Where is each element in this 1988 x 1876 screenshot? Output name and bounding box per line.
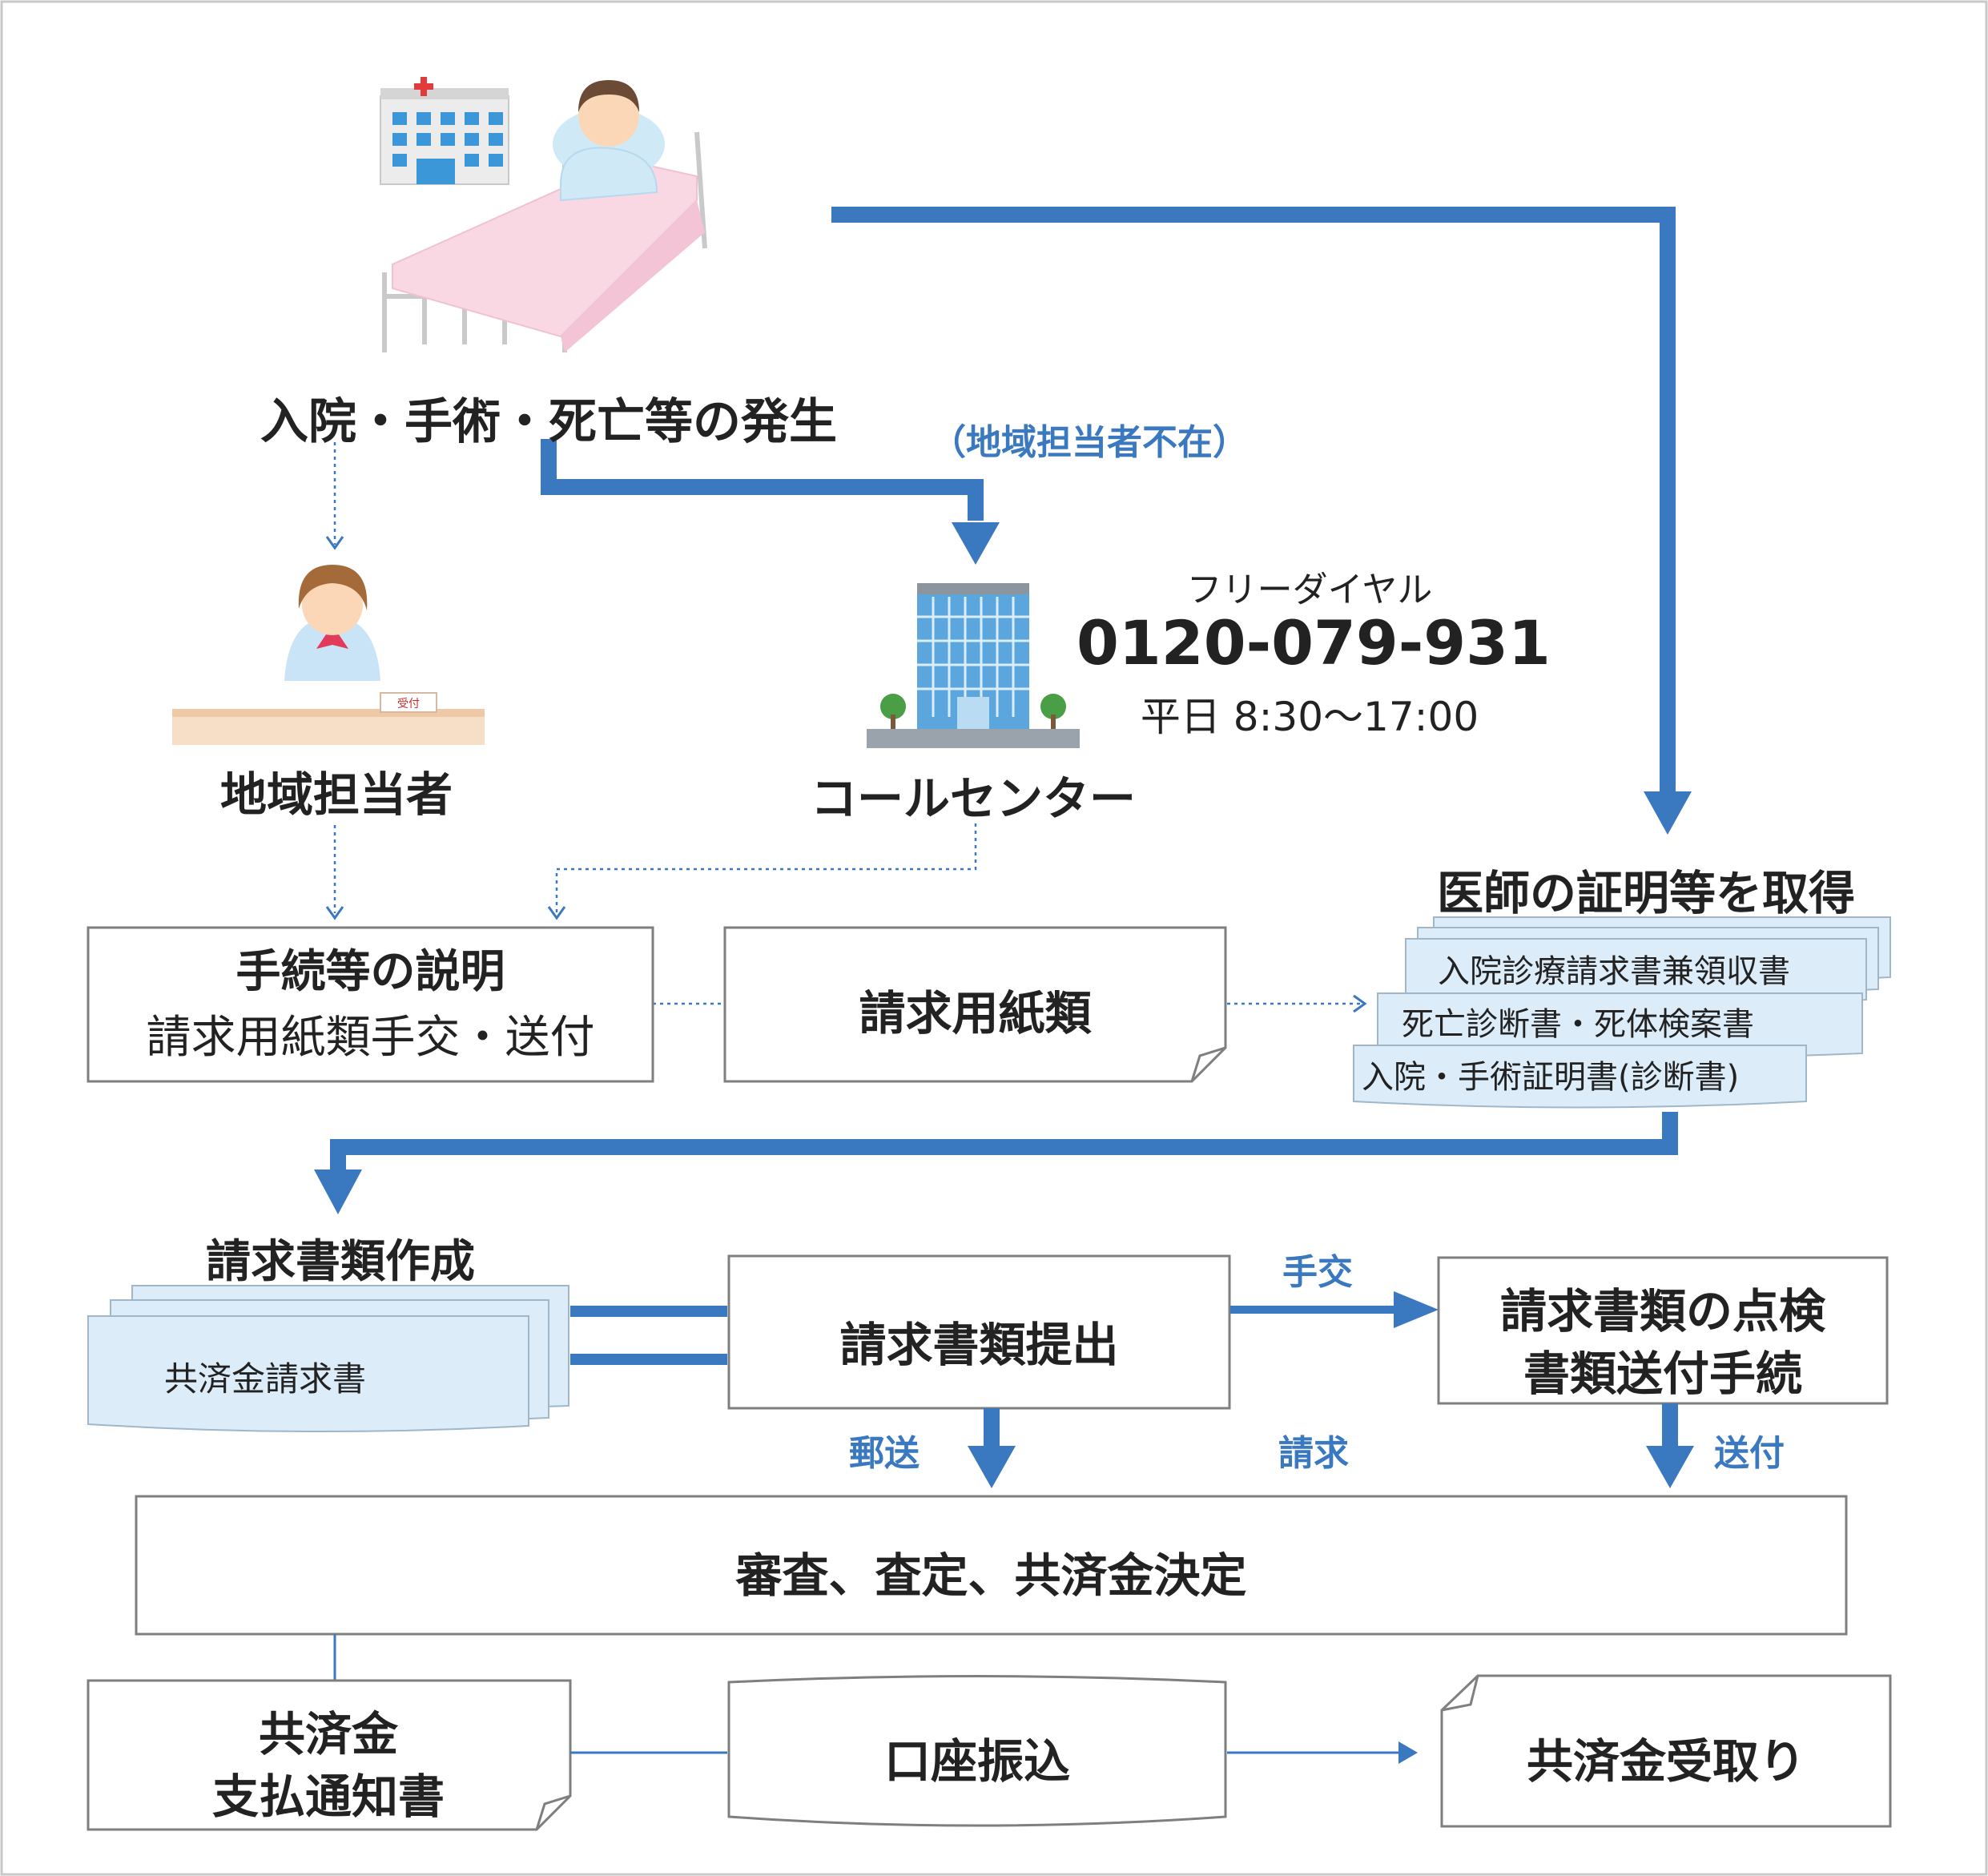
forms-label: 請求用紙類 — [859, 986, 1092, 1041]
doctor-doc-2: 死亡診断書・死体検案書 — [1402, 1006, 1754, 1043]
procedures-box — [87, 926, 654, 1083]
claim-title: 請求書類作成 — [206, 1236, 475, 1288]
dotted-arrowheads — [325, 536, 1367, 1013]
double-connector — [570, 1306, 727, 1365]
phone-number: 0120-079-931 — [1076, 607, 1551, 678]
agent-at-desk-icon — [172, 565, 485, 745]
claim-doc-stack — [87, 1285, 569, 1433]
check-box — [1437, 1256, 1889, 1405]
arrow-to-doctor — [1644, 791, 1692, 835]
arrow-to-callcenter — [952, 522, 1000, 565]
thick-arrows — [330, 207, 1678, 1169]
dotted-connectors — [333, 442, 1362, 1005]
call-center-building-icon — [867, 583, 1080, 748]
free-dial-label: フリーダイヤル — [1186, 570, 1433, 610]
notice-line-1: 共済金 — [258, 1707, 398, 1761]
patient-in-bed-icon — [382, 80, 707, 352]
submit-label: 請求書類提出 — [839, 1318, 1119, 1372]
receive-doc — [1440, 1674, 1892, 1828]
call-center-label: コールセンター — [810, 771, 1136, 826]
check-line-2: 書類送付手続 — [1523, 1347, 1802, 1401]
review-box — [135, 1495, 1848, 1636]
check-line-1: 請求書類の点検 — [1499, 1284, 1825, 1339]
mail-label: 郵送 — [849, 1433, 920, 1474]
event-title: 入院・手術・死亡等の発生 — [260, 394, 837, 450]
request-label: 請求 — [1278, 1433, 1349, 1474]
forms-doc — [723, 926, 1227, 1083]
doctor-title: 医師の証明等を取得 — [1436, 866, 1855, 920]
transfer-label: 口座振込 — [883, 1734, 1070, 1789]
agent-label: 地域担当者 — [219, 767, 453, 822]
down-arrows — [968, 1403, 1694, 1488]
notice-doc — [87, 1679, 572, 1831]
doctor-doc-1: 入院診療請求書兼領収書 — [1438, 953, 1790, 990]
hospital-icon — [380, 77, 509, 185]
arrow-to-claim — [314, 1169, 362, 1214]
submit-box — [727, 1254, 1231, 1410]
notice-line-2: 支払通知書 — [211, 1769, 445, 1824]
claim-doc-label: 共済金請求書 — [164, 1359, 367, 1399]
receive-arrowhead — [1398, 1741, 1418, 1764]
desk-sign: 受付 — [397, 698, 420, 711]
transfer-doc — [727, 1675, 1227, 1827]
procedures-title: 手続等の説明 — [235, 946, 505, 998]
doctor-doc-3: 入院・手術証明書(診断書) — [1362, 1059, 1740, 1096]
review-label: 審査、査定、共済金決定 — [735, 1548, 1247, 1603]
business-hours: 平日 8:30～17:00 — [1140, 694, 1479, 740]
send-label: 送付 — [1714, 1433, 1785, 1474]
procedures-subtitle: 請求用紙類手交・送付 — [146, 1012, 595, 1064]
certificate-stack — [1353, 916, 1891, 1109]
receive-label: 共済金受取り — [1526, 1734, 1805, 1789]
absent-note: （地域担当者不在） — [931, 422, 1248, 463]
handover-label: 手交 — [1282, 1252, 1353, 1293]
